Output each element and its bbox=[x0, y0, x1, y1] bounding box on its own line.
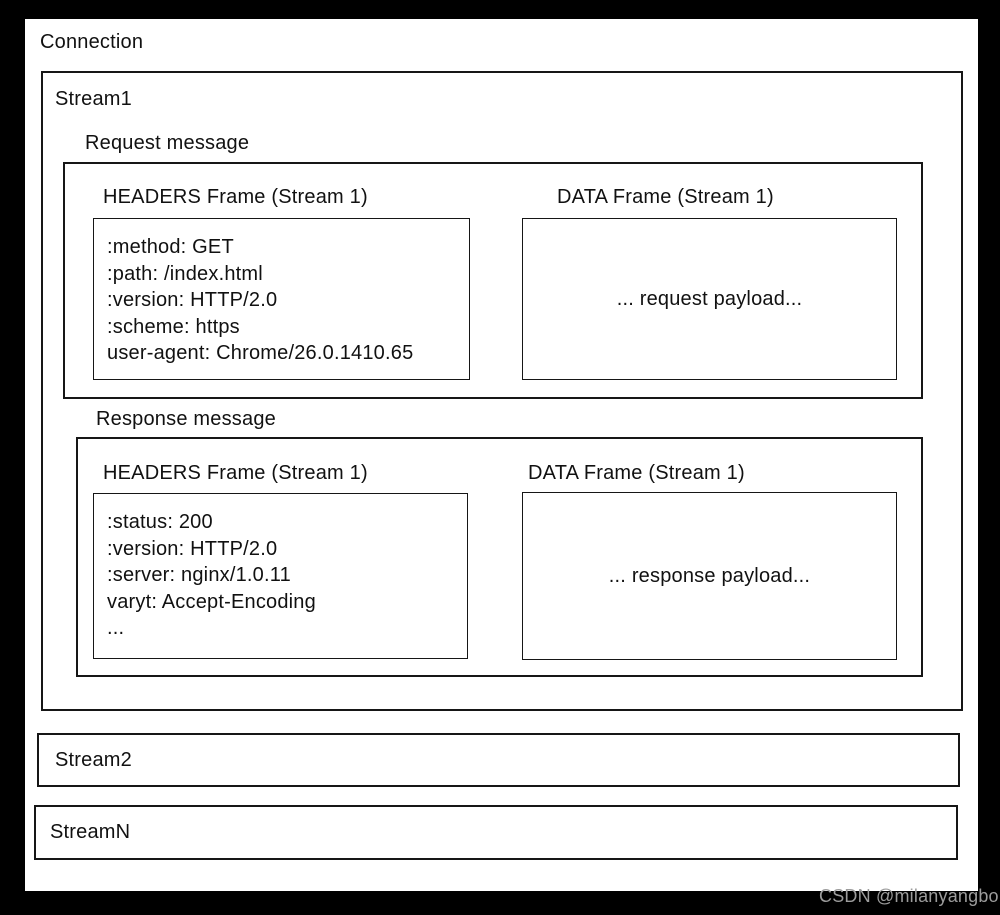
csdn-watermark: CSDN @milanyangbo bbox=[819, 886, 999, 906]
request-headers-frame-title: HEADERS Frame (Stream 1) bbox=[103, 186, 368, 208]
header-line: :path: /index.html bbox=[107, 262, 263, 285]
stream1-box: Stream1 Request message HEADERS Frame (S… bbox=[41, 71, 963, 711]
request-headers-frame-box: :method: GET :path: /index.html :version… bbox=[93, 218, 470, 380]
header-line: :server: nginx/1.0.11 bbox=[107, 564, 291, 586]
response-headers-frame-title: HEADERS Frame (Stream 1) bbox=[103, 462, 368, 484]
header-line: ... bbox=[107, 617, 125, 639]
header-line: user-agent: Chrome/26.0.1410.65 bbox=[107, 342, 414, 364]
stream2-box: Stream2 bbox=[37, 733, 960, 787]
request-headers-lines: :method: GET :path: /index.html :version… bbox=[107, 234, 463, 367]
response-data-frame-box: ... response payload... bbox=[522, 492, 897, 660]
header-line: varyt: Accept-Encoding bbox=[107, 590, 316, 613]
response-headers-lines: :status: 200 :version: HTTP/2.0 :server:… bbox=[107, 509, 461, 642]
request-data-frame-title: DATA Frame (Stream 1) bbox=[557, 186, 774, 208]
header-line: :status: 200 bbox=[107, 511, 213, 533]
header-line: :version: HTTP/2.0 bbox=[107, 537, 278, 560]
header-line: :version: HTTP/2.0 bbox=[107, 289, 278, 311]
response-data-frame-title: DATA Frame (Stream 1) bbox=[528, 462, 745, 484]
stream1-label: Stream1 bbox=[55, 88, 132, 110]
response-payload-text: ... response payload... bbox=[608, 564, 811, 587]
connection-label: Connection bbox=[40, 31, 144, 53]
request-data-frame-box: ... request payload... bbox=[522, 218, 897, 380]
request-message-box: HEADERS Frame (Stream 1) :method: GET :p… bbox=[63, 162, 923, 399]
response-message-box: HEADERS Frame (Stream 1) :status: 200 :v… bbox=[76, 437, 923, 677]
request-message-label: Request message bbox=[85, 132, 250, 154]
connection-diagram-page: Connection Stream1 Request message HEADE… bbox=[25, 19, 978, 891]
response-headers-frame-box: :status: 200 :version: HTTP/2.0 :server:… bbox=[93, 493, 468, 659]
header-line: :method: GET bbox=[107, 236, 234, 258]
response-message-label: Response message bbox=[96, 408, 276, 430]
request-payload-text: ... request payload... bbox=[616, 287, 803, 310]
streamN-label: StreamN bbox=[50, 821, 131, 843]
stream2-label: Stream2 bbox=[55, 748, 132, 771]
header-line: :scheme: https bbox=[107, 315, 240, 338]
streamN-box: StreamN bbox=[34, 805, 958, 860]
